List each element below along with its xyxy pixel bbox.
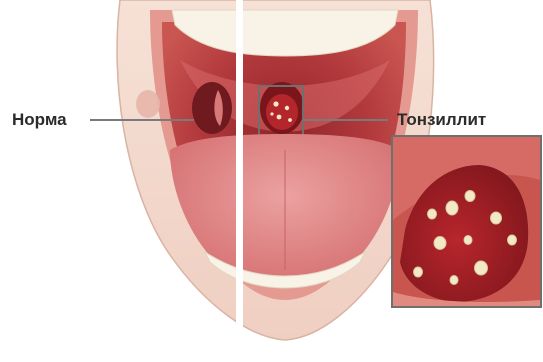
inflamed-tonsil [266,94,298,130]
tonsil-closeup-inset [392,136,541,307]
throat-opening-normal [192,82,232,134]
vertical-divider-line [236,0,243,357]
tonsil-normal [136,90,160,118]
label-tonsillitis: Тонзиллит [397,110,486,130]
label-normal: Норма [12,110,67,130]
